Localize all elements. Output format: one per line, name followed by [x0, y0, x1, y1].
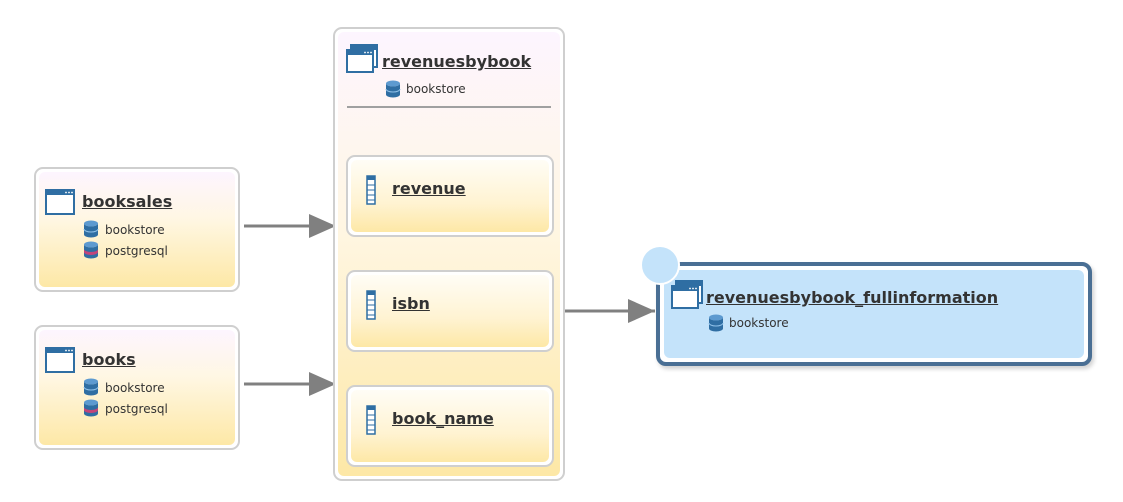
source-label: postgresql	[105, 402, 168, 416]
node-revenuesbybook-fullinformation[interactable]: revenuesbybook_fullinformation bookstore	[656, 262, 1092, 366]
database-icon	[83, 220, 99, 238]
node-revenuesbybook[interactable]: revenuesbybook bookstore	[333, 27, 565, 481]
database-icon	[385, 80, 401, 98]
column-name[interactable]: isbn	[392, 294, 430, 313]
node-title[interactable]: revenuesbybook_fullinformation	[706, 288, 999, 307]
node-booksales[interactable]: booksales bookstore postgresql	[34, 167, 240, 292]
node-books[interactable]: books bookstore postgresql	[34, 325, 240, 450]
view-icon	[346, 44, 378, 73]
table-icon	[45, 189, 75, 215]
column-name[interactable]: revenue	[392, 179, 466, 198]
source-label: bookstore	[105, 223, 165, 237]
source-label: postgresql	[105, 244, 168, 258]
column-icon	[366, 290, 376, 320]
view-icon	[671, 280, 703, 309]
source-label: bookstore	[105, 381, 165, 395]
selection-indicator	[640, 245, 680, 285]
column-isbn[interactable]: isbn	[346, 270, 554, 352]
node-title[interactable]: revenuesbybook	[382, 52, 532, 71]
column-icon	[366, 405, 376, 435]
column-name[interactable]: book_name	[392, 409, 494, 428]
source-label: bookstore	[406, 82, 466, 96]
column-icon	[366, 175, 376, 205]
database-icon	[83, 378, 99, 396]
source-label: bookstore	[729, 316, 789, 330]
node-title[interactable]: books	[82, 350, 136, 369]
postgresql-icon	[84, 399, 98, 417]
column-book-name[interactable]: book_name	[346, 385, 554, 467]
node-title[interactable]: booksales	[82, 192, 173, 211]
column-revenue[interactable]: revenue	[346, 155, 554, 237]
database-icon	[708, 314, 724, 332]
table-icon	[45, 347, 75, 373]
postgresql-icon	[84, 241, 98, 259]
header-divider	[347, 106, 551, 108]
